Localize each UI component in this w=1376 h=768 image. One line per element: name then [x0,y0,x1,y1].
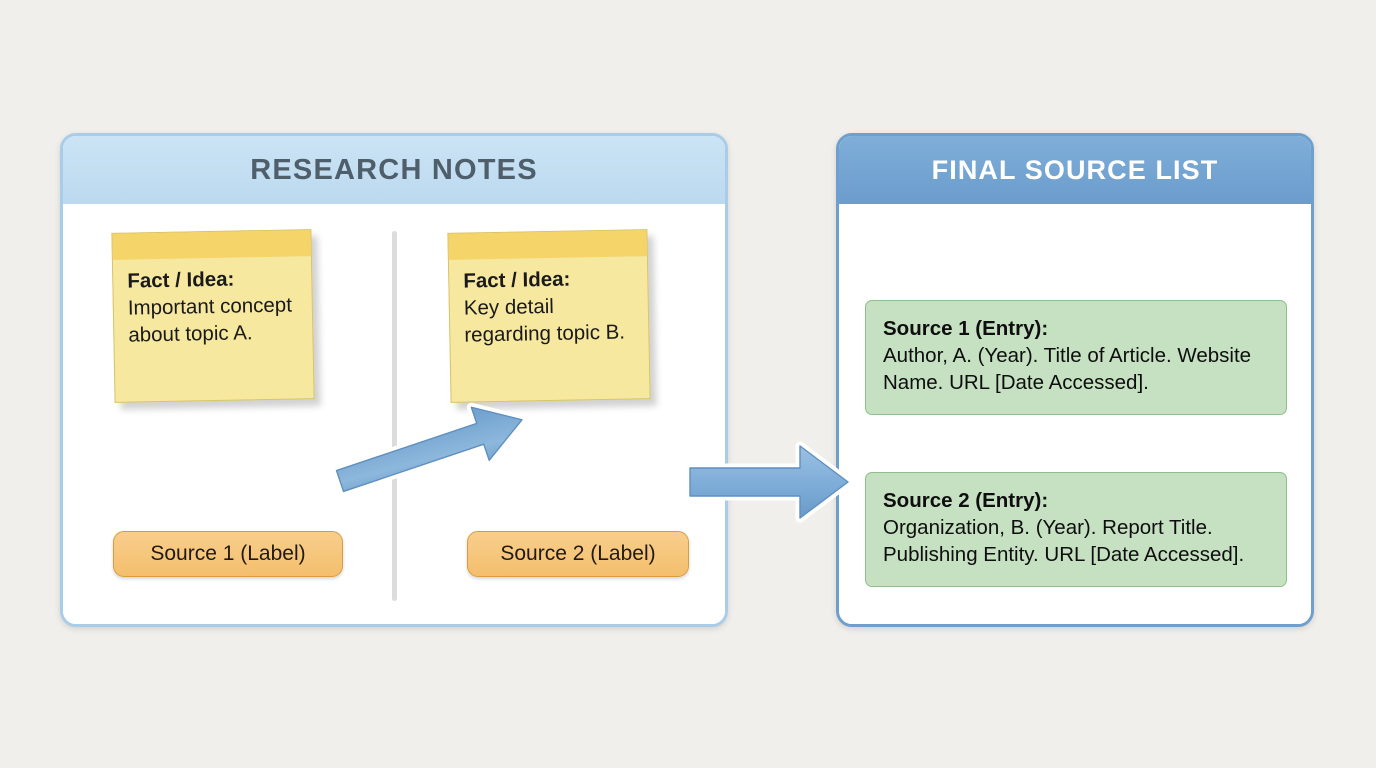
sticky-note-1[interactable]: Fact / Idea: Important concept about top… [111,229,315,403]
research-notes-body: Fact / Idea: Important concept about top… [63,204,725,624]
sticky-note-1-body: Important concept about topic A. [127,293,293,347]
final-source-list-header: FINAL SOURCE LIST [839,136,1311,205]
source-2-label-pill[interactable]: Source 2 (Label) [467,531,689,577]
source-entry-card-2[interactable]: Source 2 (Entry): Organization, B. (Year… [865,472,1287,587]
source-entry-1-text: Source 1 (Entry): Author, A. (Year). Tit… [883,316,1269,397]
sticky-note-2-text: Fact / Idea: Key detail regarding topic … [463,264,635,348]
final-source-list-title: FINAL SOURCE LIST [931,154,1219,185]
sticky-note-1-label: Fact / Idea: [127,267,235,293]
research-notes-panel: RESEARCH NOTES Fact / Idea: Important co… [60,133,728,627]
sticky-note-2-body: Key detail regarding topic B. [463,294,626,347]
source-entry-card-1[interactable]: Source 1 (Entry): Author, A. (Year). Tit… [865,300,1287,415]
notes-column-divider [392,231,397,601]
sticky-note-1-text: Fact / Idea: Important concept about top… [127,264,299,348]
source-1-label-pill[interactable]: Source 1 (Label) [113,531,343,577]
source-entry-2-body: Organization, B. (Year). Report Title. P… [883,515,1245,566]
note-2-wrapper: Fact / Idea: Key detail regarding topic … [447,229,651,403]
sticky-note-2[interactable]: Fact / Idea: Key detail regarding topic … [447,229,651,403]
source-entry-1-body: Author, A. (Year). Title of Article. Web… [883,343,1252,394]
research-notes-title: RESEARCH NOTES [250,153,538,186]
source-entry-1-label: Source 1 (Entry): [883,317,1049,340]
final-source-list-body: Source 1 (Entry): Author, A. (Year). Tit… [839,204,1311,624]
note-1-wrapper: Fact / Idea: Important concept about top… [111,229,315,403]
research-notes-header: RESEARCH NOTES [63,136,725,205]
source-entry-2-label: Source 2 (Entry): [883,489,1049,512]
final-source-list-panel: FINAL SOURCE LIST Source 1 (Entry): Auth… [836,133,1314,627]
sticky-note-2-label: Fact / Idea: [463,267,571,293]
source-entry-2-text: Source 2 (Entry): Organization, B. (Year… [883,488,1269,569]
